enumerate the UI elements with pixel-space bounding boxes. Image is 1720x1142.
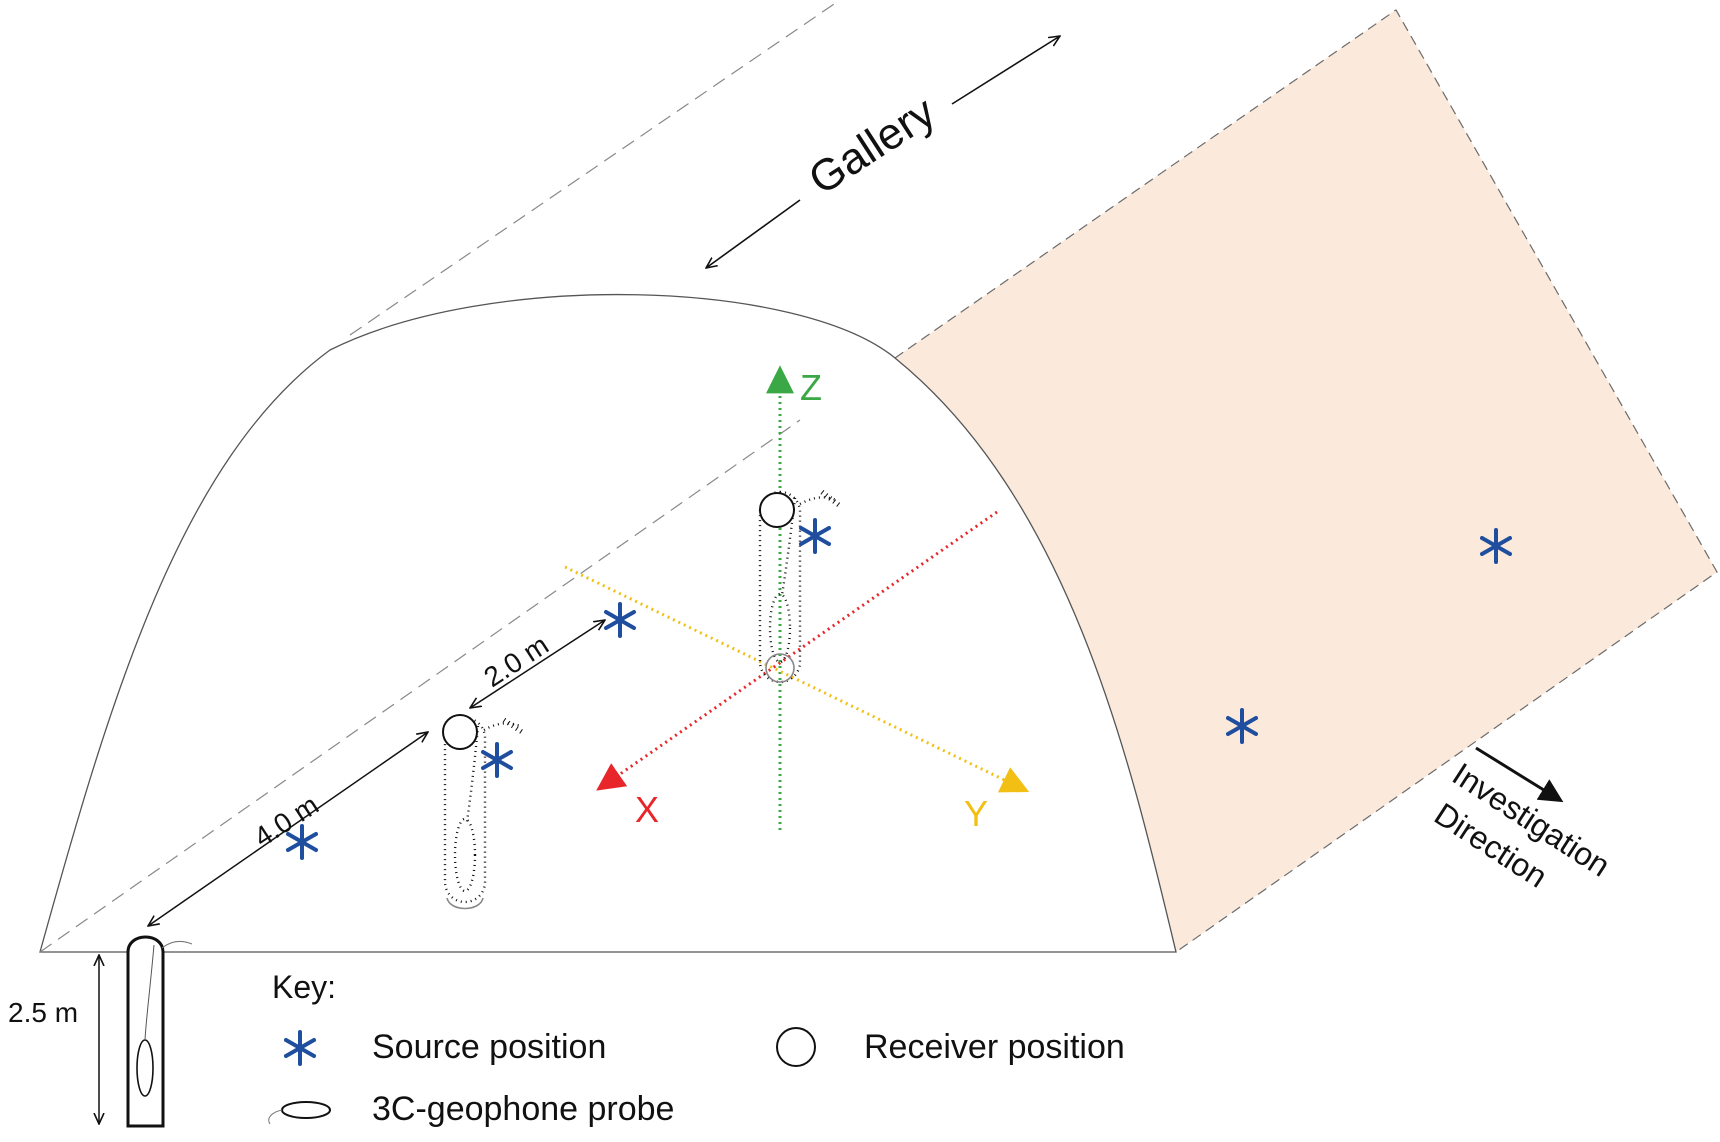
axis-z-label: Z [800, 367, 822, 408]
axis-x-line [596, 510, 998, 791]
gallery-arrow-lower [706, 199, 801, 268]
legend-receiver-label: Receiver position [864, 1028, 1125, 1066]
gallery-perspective-line-lower [39, 419, 801, 953]
legend-probe-label: 3C-geophone probe [372, 1090, 674, 1128]
dim-2-0-label: 2.0 m [478, 629, 554, 693]
source-star-5 [1480, 528, 1512, 564]
gallery-label: Gallery [800, 87, 944, 204]
gallery-perspective-line-upper [349, 0, 841, 336]
axis-y-line [564, 565, 1030, 793]
geophone-probe-center [758, 490, 842, 684]
legend-source-icon [284, 1030, 316, 1066]
tunnel-profile [39, 293, 1177, 953]
dim-2-5-label: 2.5 m [8, 997, 78, 1028]
legend-source-label: Source position [372, 1028, 606, 1066]
source-star-1 [286, 824, 318, 860]
receiver-circle-center [759, 492, 795, 528]
investigation-direction-arrow [1475, 746, 1564, 803]
source-star-2 [481, 742, 513, 778]
dim-2-0-arrow [470, 620, 605, 708]
axis-y-label: Y [964, 793, 988, 834]
legend: Key: Source position Receiver position 3… [268, 969, 1125, 1128]
borehole-left [126, 935, 193, 1128]
legend-receiver-icon [776, 1027, 816, 1067]
gallery-arrow-upper [951, 36, 1060, 105]
receiver-circle-center-bottom [765, 653, 795, 683]
source-star-3 [604, 602, 636, 638]
source-star-6 [1226, 708, 1258, 744]
gallery-face-dashed-edge [894, 9, 1718, 953]
legend-title: Key: [272, 969, 336, 1005]
axis-x-label: X [635, 789, 659, 830]
receiver-circle-middle [442, 714, 478, 750]
gallery-face [895, 10, 1717, 952]
receiver-circle-middle-bottom [446, 897, 484, 910]
dim-4-0-arrow [148, 732, 428, 926]
legend-probe-icon [268, 1101, 331, 1125]
source-star-4 [799, 518, 831, 554]
